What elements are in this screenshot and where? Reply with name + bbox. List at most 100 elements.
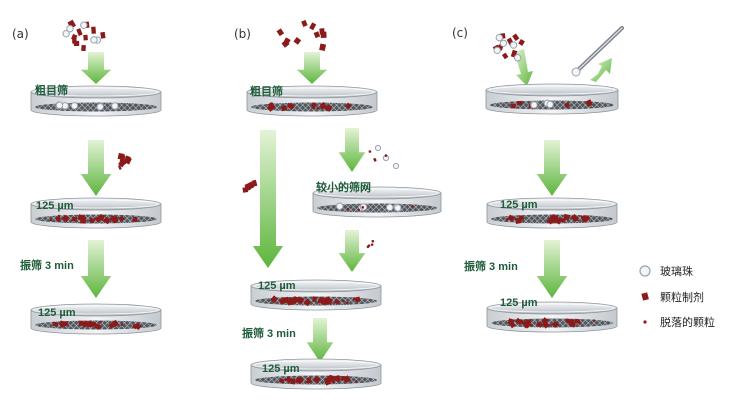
fine-particle: [357, 208, 361, 212]
legend-fines-icon: [643, 320, 647, 324]
granule: [132, 216, 138, 222]
fine-particle: [367, 244, 371, 247]
glass-bead: [530, 101, 538, 109]
granule: [61, 214, 70, 223]
glass-bead: [546, 100, 554, 109]
fine-particle: [57, 214, 61, 218]
fine-particle: [578, 322, 582, 325]
fine-particle: [292, 378, 295, 381]
granule: [311, 296, 318, 303]
glass-bead: [90, 36, 98, 44]
fine-particle: [94, 323, 98, 326]
glass-bead: [336, 202, 344, 210]
granule: [585, 99, 593, 108]
fine-particle: [118, 167, 122, 170]
granule: [319, 43, 327, 52]
granule: [108, 322, 115, 329]
granule: [110, 215, 117, 221]
smaller-sieve-b: [312, 186, 442, 218]
granule: [295, 377, 303, 385]
fine-particle: [361, 206, 365, 209]
granule: [59, 321, 65, 328]
granule: [55, 215, 61, 222]
granule: [83, 34, 88, 41]
granule: [292, 296, 300, 303]
granule: [301, 19, 308, 27]
glass-bead: [499, 39, 508, 47]
fine-particle: [122, 155, 126, 159]
arrow-down-b4: [338, 230, 366, 272]
mesh-label-a2: 125 µm: [38, 307, 76, 319]
legend-granule-label: 颗粒制剂: [660, 290, 704, 304]
arrow-down-c1: [536, 140, 568, 196]
granule: [343, 377, 350, 384]
fine-particle: [370, 243, 374, 246]
granule: [313, 31, 321, 39]
fine-particle: [346, 207, 350, 211]
granule: [507, 318, 515, 326]
legend-fines-label: 脱落的颗粒: [660, 315, 715, 329]
glass-bead: [374, 144, 382, 152]
granule: [67, 19, 77, 29]
coarse-sieve-label-a: 粗目筛: [35, 83, 68, 97]
fine-particle: [99, 320, 102, 324]
arrow-down-a1: [80, 52, 112, 84]
mesh-label-b2: 125 µm: [262, 363, 300, 375]
fine-particle: [575, 218, 578, 222]
granule: [313, 375, 321, 384]
granule: [76, 28, 83, 36]
granule: [251, 179, 258, 187]
granule: [244, 183, 251, 192]
glass-bead: [70, 102, 79, 110]
arrow-down-b2: [252, 130, 284, 268]
granule: [287, 103, 295, 111]
coarse-sieve-label-b: 粗目筛: [250, 84, 283, 98]
fine-particle: [317, 300, 321, 304]
granule: [117, 152, 125, 161]
sieve-125-c2: [486, 301, 618, 333]
granule: [523, 321, 531, 329]
fine-particle: [547, 220, 550, 223]
granule: [518, 39, 525, 46]
fine-particle: [549, 324, 552, 327]
granule: [293, 37, 302, 45]
granule: [103, 216, 111, 225]
panel-label-c: (c): [452, 26, 468, 40]
fine-particle: [373, 159, 377, 162]
granule: [552, 321, 560, 328]
fine-particle: [284, 378, 288, 382]
granule: [519, 319, 526, 325]
granule: [311, 102, 317, 110]
granule: [320, 31, 327, 39]
fine-particle: [505, 218, 509, 221]
granule: [333, 298, 341, 305]
sieve-c-top: [485, 83, 619, 115]
granule: [345, 102, 352, 110]
spatula-icon: [571, 26, 624, 77]
granule: [515, 217, 522, 224]
granule: [94, 215, 102, 223]
granule: [516, 100, 523, 106]
granule: [111, 319, 119, 328]
glass-bead: [493, 46, 501, 55]
glass-bead: [96, 103, 104, 111]
granule: [282, 37, 291, 46]
granule: [541, 317, 549, 325]
mesh-label-c1: 125 µm: [500, 199, 538, 211]
granule: [71, 216, 78, 222]
granule: [88, 217, 95, 224]
fine-particle: [316, 106, 320, 110]
fine-particle: [410, 205, 414, 208]
fine-particle: [530, 323, 533, 327]
fine-particle: [384, 154, 388, 157]
granule: [278, 378, 285, 384]
arrow-down-b5: [306, 318, 334, 362]
fine-particle: [352, 297, 356, 300]
arrow-down-a3: [80, 240, 112, 298]
granule: [510, 103, 516, 109]
panel-label-b: (b): [234, 27, 251, 41]
fine-particle: [355, 380, 358, 383]
arrow-down-a2: [80, 140, 112, 196]
fine-particle: [288, 301, 292, 305]
